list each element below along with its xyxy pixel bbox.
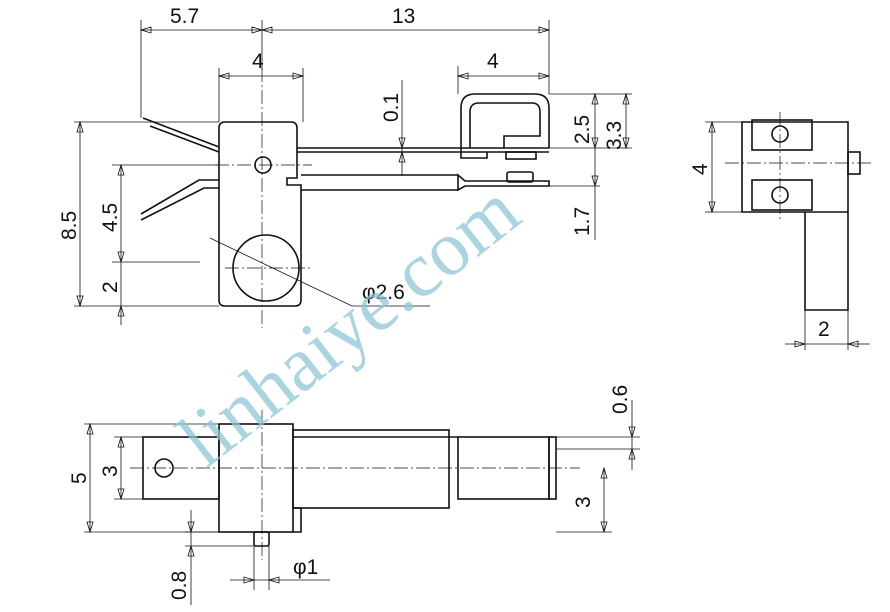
arrowheads: [591, 92, 630, 188]
side-slot-top: [751, 119, 813, 151]
arrowheads: [794, 340, 859, 348]
watermark: linhaiye.com: [162, 165, 535, 483]
bottom-step: [293, 507, 302, 533]
lower-contact: [506, 171, 534, 183]
arrowheads: [117, 435, 125, 501]
dim-bottom-3-right: 3: [572, 496, 595, 508]
bottom-blade-upper: [292, 429, 450, 509]
front-view: [140, 68, 550, 328]
dim-1-7: 1.7: [571, 207, 594, 236]
bottom-view-dimensions: 5 3 0.6 3 0.8 φ1: [68, 385, 640, 605]
dim-bottom-0-8: 0.8: [168, 571, 191, 600]
side-slot-bottom: [751, 179, 813, 211]
dim-bottom-3-left: 3: [99, 465, 122, 477]
arrowheads: [628, 426, 636, 460]
terminal-loop-inner: [469, 102, 541, 148]
terminal-foot: [460, 148, 488, 159]
arrowheads: [86, 422, 94, 534]
dim-3-3: 3.3: [603, 121, 626, 150]
arrowheads: [217, 72, 305, 80]
dim-5-7: 5.7: [170, 5, 199, 28]
lower-lever-left: [140, 179, 219, 221]
dim-13: 13: [392, 5, 415, 28]
dim-4-left: 4: [252, 50, 264, 73]
dim-2-left: 2: [99, 281, 122, 293]
dim-bottom-0-6: 0.6: [609, 385, 632, 414]
side-view: 4 2: [689, 112, 872, 350]
arrowheads: [76, 120, 125, 317]
side-body: [741, 121, 849, 311]
dim-bottom-phi-1: φ1: [293, 556, 318, 579]
arrowheads: [187, 521, 195, 557]
dim-4-5: 4.5: [99, 203, 122, 232]
dim-phi-2-6: φ2.6: [362, 281, 405, 304]
dim-bottom-5: 5: [68, 472, 91, 484]
mounting-plate: [218, 121, 302, 307]
dim-8-5: 8.5: [58, 211, 81, 240]
dim-side-2: 2: [818, 318, 830, 341]
terminal-loop-outer: [460, 93, 550, 148]
dim-side-4: 4: [689, 163, 712, 175]
arrowheads: [708, 120, 716, 214]
arrowheads: [243, 576, 280, 584]
bottom-pin: [253, 531, 270, 547]
upper-lever-left: [142, 117, 220, 153]
arrowheads: [398, 137, 406, 163]
bottom-view: [130, 410, 580, 560]
arrowheads: [600, 466, 608, 534]
upper-contact: [505, 151, 537, 160]
arrowheads: [139, 26, 551, 34]
arrowheads: [456, 72, 551, 80]
dim-4-right: 4: [487, 50, 499, 73]
dim-2-5: 2.5: [571, 115, 594, 144]
leader-phi-2-6: [209, 237, 430, 307]
front-view-dimensions: 5.7 13 4 4 0.1 2.5 3.3 1.7 8: [58, 5, 632, 325]
dim-0-1: 0.1: [380, 93, 403, 122]
